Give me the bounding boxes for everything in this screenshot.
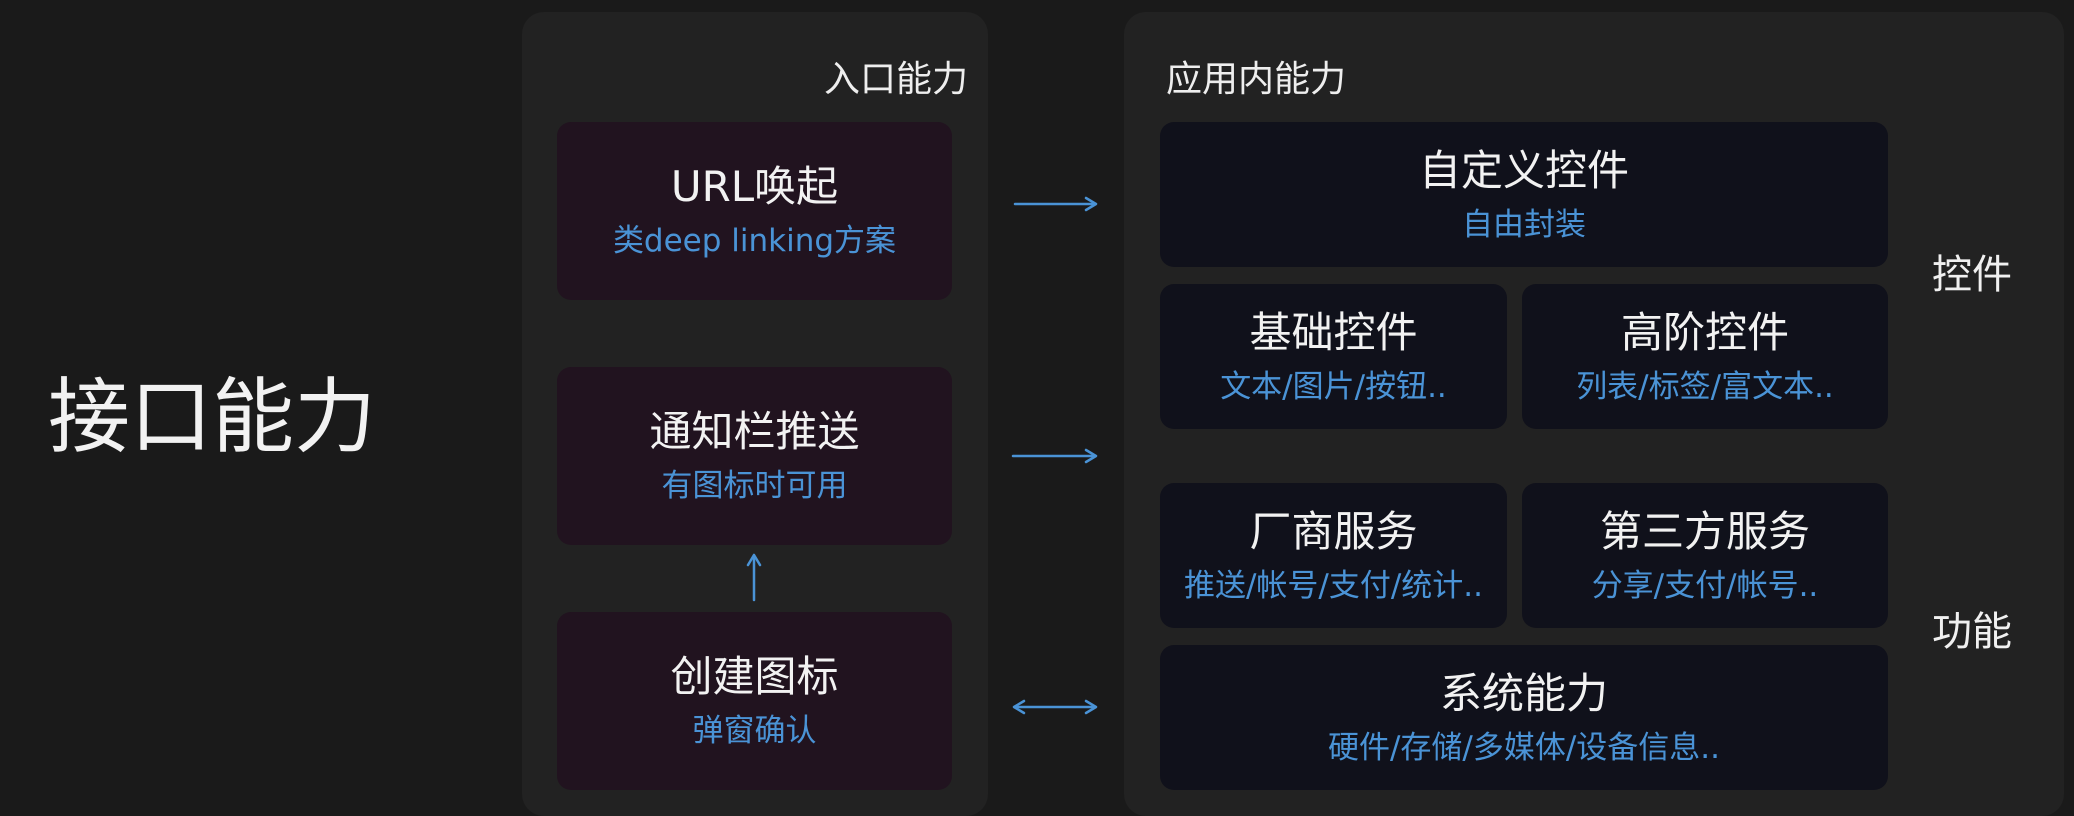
create-icon-card: 创建图标 弹窗确认 xyxy=(557,612,952,790)
arrow-url-to-in-app xyxy=(1013,196,1098,212)
card-title: 自定义控件 xyxy=(1418,145,1629,195)
arrow-bidirectional-icon-system xyxy=(1012,699,1098,715)
card-title: 通知栏推送 xyxy=(649,407,860,456)
card-subtitle: 自由封装 xyxy=(1462,206,1586,243)
card-subtitle: 弹窗确认 xyxy=(692,713,817,749)
card-subtitle: 列表/标签/富文本.. xyxy=(1576,368,1834,405)
entry-panel-title: 入口能力 xyxy=(823,59,968,100)
arrow-create-icon-to-notify xyxy=(746,553,762,602)
card-title: 系统能力 xyxy=(1439,668,1608,718)
diagram-title: 接口能力 xyxy=(48,370,377,465)
card-subtitle: 硬件/存储/多媒体/设备信息.. xyxy=(1327,729,1721,766)
controls-group-label: 控件 xyxy=(1932,252,2012,298)
card-title: URL唤起 xyxy=(670,162,839,211)
vendor-service-card: 厂商服务 推送/帐号/支付/统计.. xyxy=(1160,483,1507,628)
card-title: 第三方服务 xyxy=(1599,506,1810,556)
card-subtitle: 文本/图片/按钮.. xyxy=(1220,368,1447,405)
basic-control-card: 基础控件 文本/图片/按钮.. xyxy=(1160,284,1507,429)
functions-group-label: 功能 xyxy=(1932,609,2012,655)
system-capability-card: 系统能力 硬件/存储/多媒体/设备信息.. xyxy=(1160,645,1888,790)
card-subtitle: 类deep linking方案 xyxy=(612,223,897,259)
card-subtitle: 推送/帐号/支付/统计.. xyxy=(1183,567,1484,604)
card-subtitle: 有图标时可用 xyxy=(661,468,848,504)
url-launch-card: URL唤起 类deep linking方案 xyxy=(557,122,952,300)
third-party-service-card: 第三方服务 分享/支付/帐号.. xyxy=(1522,483,1888,628)
card-title: 基础控件 xyxy=(1249,307,1418,357)
arrow-notify-to-in-app xyxy=(1011,448,1098,464)
card-title: 高阶控件 xyxy=(1620,307,1789,357)
custom-control-card: 自定义控件 自由封装 xyxy=(1160,122,1888,267)
card-title: 厂商服务 xyxy=(1249,506,1418,556)
in-app-panel-title: 应用内能力 xyxy=(1166,59,1347,100)
card-subtitle: 分享/支付/帐号.. xyxy=(1591,567,1819,604)
advanced-control-card: 高阶控件 列表/标签/富文本.. xyxy=(1522,284,1888,429)
card-title: 创建图标 xyxy=(670,652,839,701)
notification-push-card: 通知栏推送 有图标时可用 xyxy=(557,367,952,545)
